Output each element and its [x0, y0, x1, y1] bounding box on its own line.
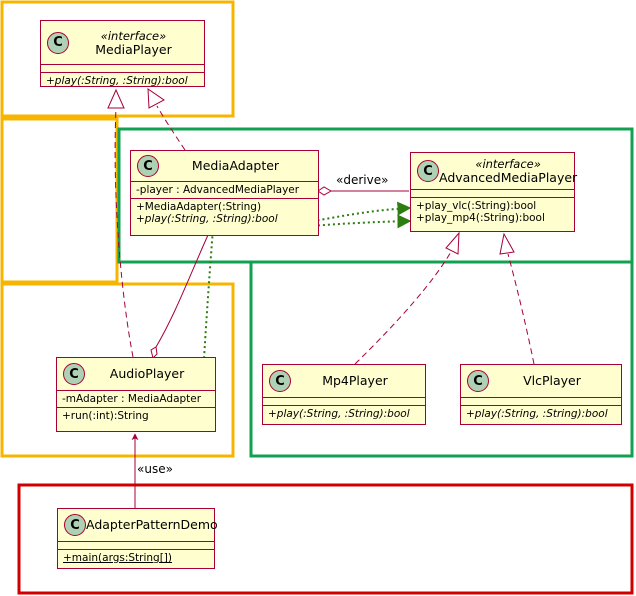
class-badge-icon: C — [137, 155, 159, 177]
class-header: C MediaAdapter — [131, 151, 318, 182]
class-header: C AdapterPatternDemo — [58, 509, 218, 542]
class-name: MediaPlayer — [95, 41, 172, 57]
methods-section: +run(:int):String — [57, 408, 215, 424]
orange-frame-middle — [0, 117, 119, 284]
method-constructor: +MediaAdapter(:String) — [136, 201, 262, 213]
class-mp4-player[interactable]: C Mp4Player +play(:String, :String):bool — [262, 364, 426, 425]
realization-arrowhead-3 — [445, 231, 460, 255]
class-media-adapter[interactable]: C MediaAdapter -player : AdvancedMediaPl… — [130, 150, 319, 236]
class-header: C «interface» AdvancedMediaPlayer — [411, 153, 578, 190]
class-vlc-player[interactable]: C VlcPlayer +play(:String, :String):bool — [460, 364, 622, 425]
derive-label: «derive» — [336, 173, 389, 187]
fields-section — [41, 65, 204, 73]
methods-section: +MediaAdapter(:String) +play(:String, :S… — [131, 199, 318, 227]
fields-section — [461, 398, 621, 406]
method-play: +play(:String, :String):bool — [466, 408, 608, 420]
aggregation-audioplayer-mediaadapter — [155, 234, 209, 348]
realization-vlc-advanced — [507, 253, 535, 365]
method-run: +run(:int):String — [62, 410, 149, 422]
methods-section: +main(args:String[]) — [58, 550, 214, 566]
class-badge-icon: C — [47, 31, 69, 54]
field-player: -player : AdvancedMediaPlayer — [136, 184, 300, 196]
method-main: +main(args:String[]) — [63, 552, 172, 564]
class-badge-icon: C — [417, 160, 439, 182]
method-play: +play(:String, :String):bool — [268, 408, 410, 420]
class-name: AudioPlayer — [109, 366, 185, 381]
class-name: AdvancedMediaPlayer — [439, 170, 578, 185]
class-badge-icon: C — [467, 370, 489, 392]
class-header: C AudioPlayer — [57, 358, 215, 391]
class-badge-icon: C — [269, 370, 291, 392]
fields-section — [411, 190, 574, 198]
method-play-mp4: +play_mp4(:String):bool — [416, 212, 545, 224]
method-play-vlc: +play_vlc(:String):bool — [416, 200, 537, 212]
method-play: +play(:String, :String):bool — [136, 213, 278, 225]
realization-arrowhead-2 — [147, 88, 165, 109]
aggregation-diamond-2 — [150, 346, 158, 359]
class-header: C «interface» MediaPlayer — [41, 21, 204, 65]
fields-section — [58, 542, 214, 550]
fields-section — [263, 398, 425, 406]
realization-arrowhead-4 — [499, 232, 515, 255]
realization-arrowhead-1 — [107, 88, 125, 109]
dependency-play-to-mp4 — [287, 214, 412, 229]
fields-section: -player : AdvancedMediaPlayer — [131, 182, 318, 199]
stereotype-label: «interface» — [100, 28, 167, 43]
green-frame-bottom — [249, 260, 634, 458]
methods-section: +play(:String, :String):bool — [263, 406, 425, 422]
class-header: C VlcPlayer — [461, 365, 621, 398]
field-madapter: -mAdapter : MediaAdapter — [62, 393, 202, 405]
class-header: C Mp4Player — [263, 365, 425, 398]
realization-mp4-advanced — [354, 249, 453, 365]
class-badge-icon: C — [63, 363, 85, 385]
class-name: MediaAdapter — [191, 158, 280, 173]
class-adapter-pattern-demo[interactable]: C AdapterPatternDemo +main(args:String[]… — [57, 508, 218, 569]
class-advanced-media-player[interactable]: C «interface» AdvancedMediaPlayer +play_… — [410, 152, 578, 232]
fields-section: -mAdapter : MediaAdapter — [57, 391, 215, 408]
realization-audioplayer-mediaplayer — [114, 107, 134, 358]
stereotype-label: «interface» — [475, 157, 541, 171]
red-frame — [17, 483, 634, 595]
methods-section: +play(:String, :String):bool — [461, 406, 621, 422]
dependency-play-to-vlc — [287, 201, 412, 227]
class-media-player[interactable]: C «interface» MediaPlayer +play(:String,… — [40, 20, 205, 87]
methods-section: +play_vlc(:String):bool +play_mp4(:Strin… — [411, 198, 574, 226]
orange-frame-bottom — [0, 282, 235, 458]
class-name: VlcPlayer — [523, 373, 581, 388]
orange-frame-top — [0, 0, 235, 118]
methods-section: +play(:String, :String):bool — [41, 73, 204, 89]
class-name: AdapterPatternDemo — [86, 517, 218, 532]
class-badge-icon: C — [64, 514, 86, 536]
realization-mediaadapter-mediaplayer — [156, 105, 186, 151]
aggregation-diamond-1 — [317, 186, 333, 196]
use-label: «use» — [137, 462, 173, 476]
method-play: +play(:String, :String):bool — [46, 75, 188, 87]
class-name: Mp4Player — [322, 373, 388, 388]
class-audio-player[interactable]: C AudioPlayer -mAdapter : MediaAdapter +… — [56, 357, 216, 432]
